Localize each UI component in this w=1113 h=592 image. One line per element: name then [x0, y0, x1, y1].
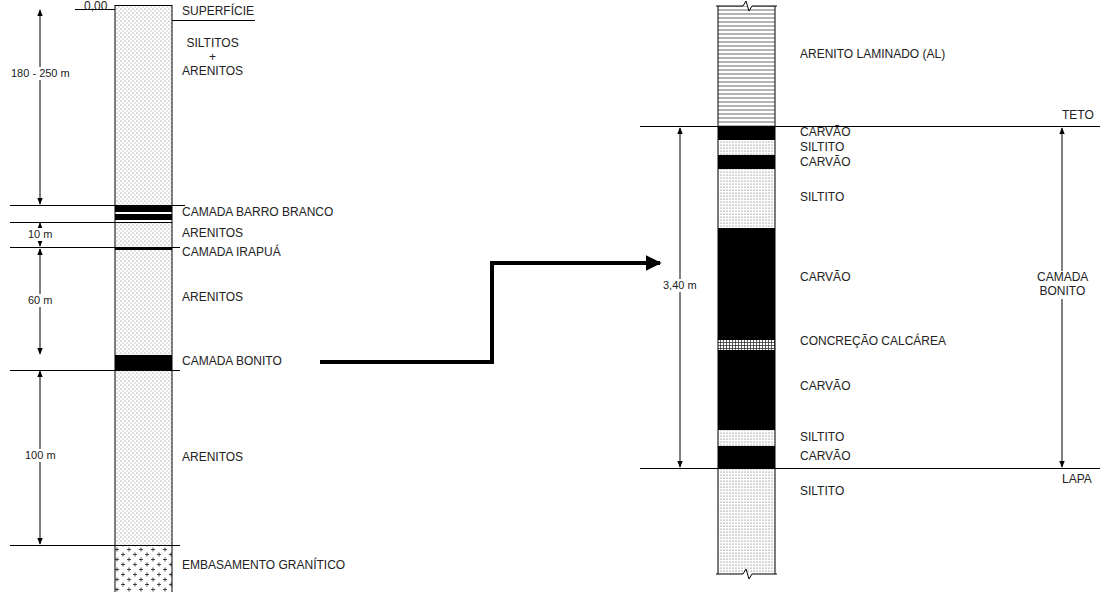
seam-label: CAMADA BONITO	[1035, 271, 1090, 299]
layer-label: EMBASAMENTO GRANÍTICO	[182, 559, 345, 573]
layer-label: CONCREÇÃO CALCÁREA	[800, 335, 946, 349]
boundary-label: TETO	[1062, 109, 1094, 123]
layer-label: CARVÃO	[800, 450, 850, 464]
layer-label: ARENITO LAMINADO (AL)	[800, 48, 945, 62]
dimension-label: 3,40 m	[661, 279, 699, 292]
surface-label: SUPERFÍCIE	[182, 5, 254, 19]
layer-label: CAMADA BARRO BRANCO	[182, 206, 333, 220]
layer-label: CAMADA BONITO	[182, 355, 282, 369]
dimension-label: 180 - 250 m	[9, 67, 72, 80]
boundary-label: LAPA	[1062, 473, 1092, 487]
dimension-label: 10 m	[26, 228, 54, 241]
layer-label: SILTITOS + ARENITOS	[182, 37, 243, 78]
layer-label: CARVÃO	[800, 380, 850, 394]
layer-label: CARVÃO	[800, 126, 850, 140]
layer-label: SILTITO	[800, 191, 844, 205]
layer-label: SILTITO	[800, 431, 844, 445]
dimension-label: 100 m	[23, 449, 58, 462]
dimension-label: 60 m	[26, 294, 54, 307]
layer-label: CAMADA IRAPUÁ	[182, 246, 281, 260]
depth-label: 0,00	[84, 0, 107, 14]
layer-label: SILTITO	[800, 141, 844, 155]
layer-label: ARENITOS	[182, 291, 243, 305]
layer-label: CARVÃO	[800, 156, 850, 170]
layer-label: SILTITO	[800, 485, 844, 499]
layer-label: CARVÃO	[800, 271, 850, 285]
layer-label: ARENITOS	[182, 227, 243, 241]
layer-label: ARENITOS	[182, 451, 243, 465]
